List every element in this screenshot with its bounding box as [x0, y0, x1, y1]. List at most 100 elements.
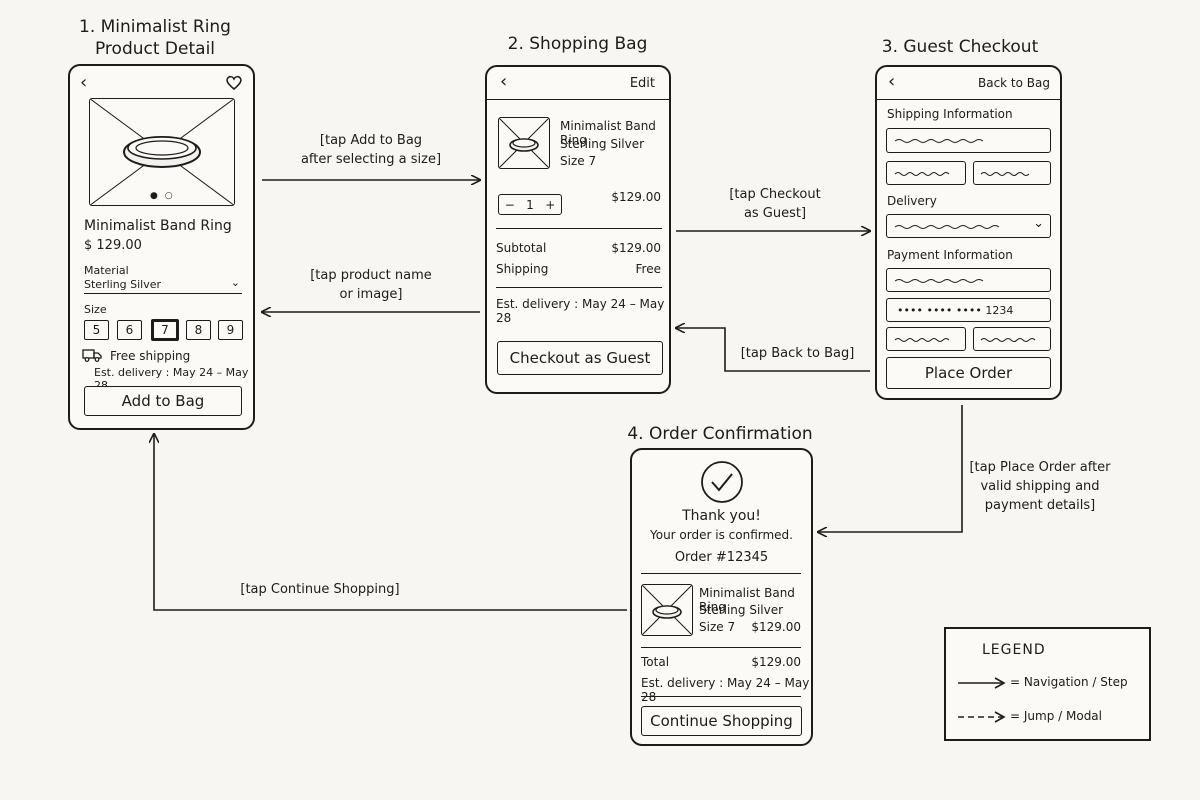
legend-solid-label: = Navigation / Step	[1010, 675, 1128, 689]
expiry-field[interactable]	[886, 327, 966, 351]
divider	[641, 573, 801, 574]
arrow-confirmation-to-detail	[154, 434, 627, 611]
bag-item-name[interactable]: Minimalist Band Ring	[560, 119, 656, 147]
bag-item-material: Sterling Silver	[560, 137, 645, 151]
caption-line: after selecting a size]	[300, 152, 442, 167]
check-circle-icon	[701, 461, 743, 503]
payment-section-header: Payment Information	[887, 248, 1013, 262]
shipping-label: Shipping	[496, 262, 549, 276]
size-label: Size	[84, 303, 107, 316]
card-number-value: •••• •••• •••• 1234	[897, 303, 1014, 317]
checkout-as-guest-button[interactable]: Checkout as Guest	[497, 341, 663, 375]
divider	[641, 647, 801, 648]
screen-title-order-confirmation: 4. Order Confirmation	[627, 424, 813, 444]
caption-line: payment details]	[984, 498, 1096, 513]
size-option-selected[interactable]: 7	[151, 319, 179, 341]
add-to-bag-button[interactable]: Add to Bag	[84, 386, 242, 416]
divider	[496, 287, 662, 288]
image-placeholder-cross	[90, 99, 234, 205]
back-icon[interactable]: ‹	[500, 71, 508, 92]
back-icon[interactable]: ‹	[888, 71, 896, 92]
order-item-size: Size 7	[699, 620, 736, 634]
delivery-estimate: Est. delivery : May 24 – May 28	[496, 297, 665, 325]
thank-you-text: Thank you!	[682, 508, 761, 524]
size-option[interactable]: 6	[117, 320, 142, 340]
header-divider	[487, 99, 669, 100]
edit-button[interactable]: Edit	[629, 76, 655, 91]
cvv-field[interactable]	[973, 327, 1051, 351]
back-to-bag-link[interactable]: Back to Bag	[977, 76, 1050, 90]
truck-icon	[82, 349, 102, 362]
screen-title-guest-checkout: 3. Guest Checkout	[881, 37, 1039, 57]
address-field[interactable]	[886, 128, 1051, 153]
legend-title: LEGEND	[982, 642, 1046, 658]
phone-product-detail: ‹ ● ○ Minimalist Band Ring $ 129.00 Mate…	[68, 64, 255, 430]
caption-bag-to-checkout: [tap Checkout as Guest]	[700, 185, 850, 223]
chevron-down-icon: ⌄	[1033, 216, 1044, 231]
size-option[interactable]: 8	[186, 320, 211, 340]
caption-line: [tap Continue Shopping]	[240, 582, 400, 597]
caption-bag-to-detail: [tap product name or image]	[262, 266, 480, 304]
phone-guest-checkout: ‹ Back to Bag Shipping Information Deliv…	[875, 65, 1062, 400]
screen-title-shopping-bag: 2. Shopping Bag	[507, 34, 648, 54]
screen-title-product-detail: 1. Minimalist Ring Product Detail	[60, 16, 250, 60]
bag-item-price: $129.00	[611, 190, 661, 204]
chevron-down-icon: ⌄	[230, 276, 240, 289]
quantity-increment[interactable]: +	[545, 197, 556, 212]
subtotal-value: $129.00	[611, 241, 661, 255]
quantity-decrement[interactable]: −	[504, 197, 515, 212]
material-value: Sterling Silver	[84, 278, 162, 291]
order-item-price: $129.00	[751, 620, 801, 634]
total-label: Total	[641, 655, 670, 669]
arrow-checkout-to-bag	[676, 328, 870, 372]
cardholder-field[interactable]	[886, 268, 1051, 292]
divider	[641, 696, 801, 697]
caption-checkout-to-bag: [tap Back to Bag]	[730, 344, 865, 363]
caption-line: [tap product name	[310, 268, 432, 283]
phone-order-confirmation: Thank you! Your order is confirmed. Orde…	[630, 448, 813, 746]
confirmation-text: Your order is confirmed.	[650, 528, 793, 542]
back-icon[interactable]: ‹	[80, 72, 88, 93]
caption-line: or image]	[339, 287, 403, 302]
screen-title-line: Product Detail	[94, 39, 216, 59]
caption-line: [tap Add to Bag	[319, 133, 423, 148]
quantity-value: 1	[526, 197, 534, 212]
continue-shopping-button[interactable]: Continue Shopping	[641, 706, 802, 736]
product-name[interactable]: Minimalist Band Ring	[84, 218, 232, 234]
total-value: $129.00	[751, 655, 801, 669]
caption-line: [tap Checkout	[729, 187, 821, 202]
place-order-button[interactable]: Place Order	[886, 357, 1051, 389]
bag-item-image[interactable]	[498, 117, 550, 169]
caption-line: [tap Back to Bag]	[740, 346, 855, 361]
material-select[interactable]: Sterling Silver ⌄	[84, 276, 242, 294]
image-placeholder-cross	[642, 585, 692, 635]
delivery-estimate: Est. delivery : May 24 – May 28	[641, 676, 810, 704]
caption-detail-to-bag: [tap Add to Bag after selecting a size]	[262, 131, 480, 169]
product-price: $ 129.00	[84, 238, 142, 253]
carousel-dots[interactable]: ● ○	[150, 191, 175, 201]
placeholder-squiggles	[894, 139, 1036, 342]
bag-item-size: Size 7	[560, 154, 597, 168]
caption-checkout-to-confirmation: [tap Place Order after valid shipping an…	[965, 458, 1115, 515]
subtotal-label: Subtotal	[496, 241, 547, 255]
delivery-select[interactable]: ⌄	[886, 214, 1051, 238]
arrow-checkout-to-confirmation	[818, 405, 963, 532]
header-divider	[877, 99, 1060, 100]
order-item-name: Minimalist Band Ring	[699, 586, 795, 614]
caption-line: valid shipping and	[980, 479, 1100, 494]
zip-field[interactable]	[973, 161, 1051, 185]
size-option[interactable]: 5	[84, 320, 109, 340]
divider	[496, 228, 662, 229]
product-image[interactable]: ● ○	[89, 98, 235, 206]
material-label: Material	[84, 264, 129, 277]
city-field[interactable]	[886, 161, 966, 185]
caption-confirmation-to-detail: [tap Continue Shopping]	[230, 580, 410, 599]
size-option[interactable]: 9	[218, 320, 243, 340]
heart-icon[interactable]	[226, 75, 242, 90]
order-item-material: Sterling Silver	[699, 603, 784, 617]
card-number-field[interactable]: •••• •••• •••• 1234	[886, 298, 1051, 322]
order-number: Order #12345	[674, 550, 769, 565]
quantity-stepper[interactable]: − 1 +	[498, 194, 562, 215]
legend-solid-arrow	[958, 677, 1006, 689]
